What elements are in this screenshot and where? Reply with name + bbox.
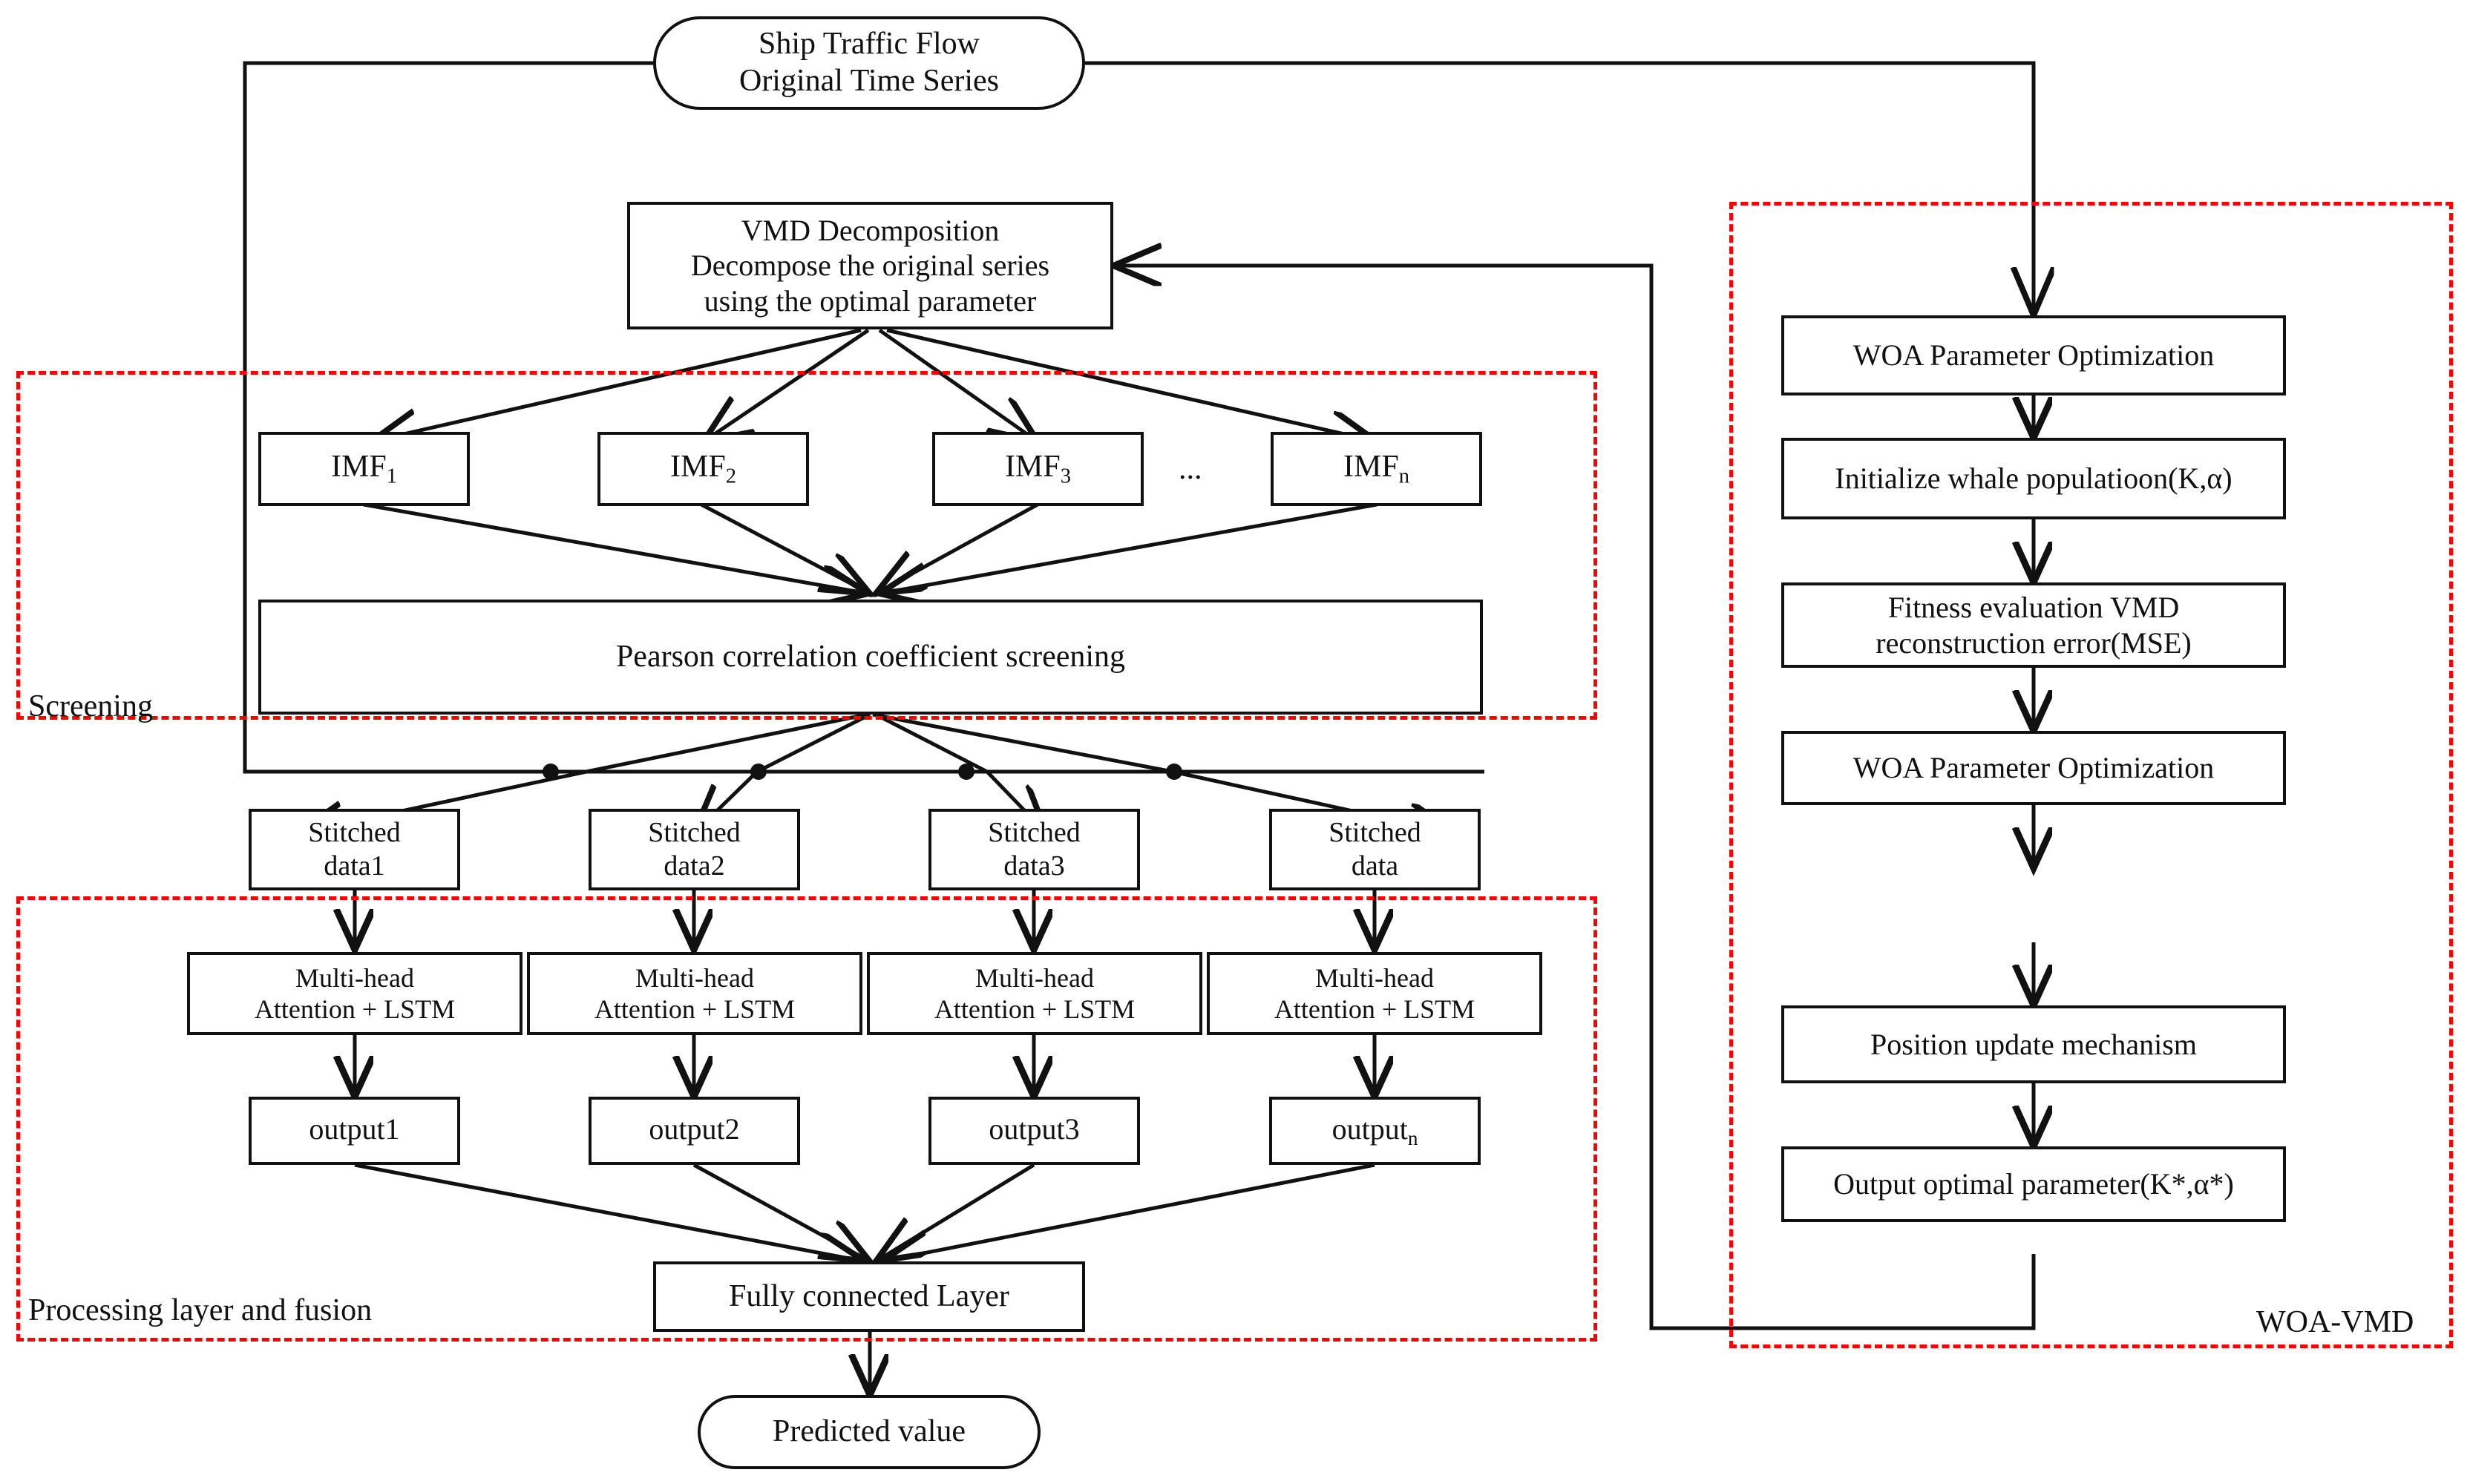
node-fully-connected-layer-label: Fully connected Layer [729,1278,1009,1313]
node-woa-step-3[interactable]: Fitness evaluation VMD reconstruction er… [1781,582,2286,668]
node-predicted-value-label: Predicted value [772,1414,966,1449]
group-frame-processing [16,896,1597,1342]
node-vmd-decomposition[interactable]: VMD Decomposition Decompose the original… [627,202,1113,329]
node-woa-step-4[interactable]: WOA Parameter Optimization [1781,731,2286,805]
node-output-2[interactable]: output2 [589,1097,800,1165]
node-vmd-label: VMD Decomposition Decompose the original… [690,214,1050,318]
node-imf-n-label: IMFn [1343,449,1409,488]
node-woa-step-1[interactable]: WOA Parameter Optimization [1781,315,2286,395]
node-imf-n[interactable]: IMFn [1271,432,1482,506]
node-output-n-label: outputn [1331,1112,1418,1150]
node-fully-connected-layer[interactable]: Fully connected Layer [653,1261,1085,1332]
node-output-n[interactable]: outputn [1269,1097,1481,1165]
node-woa-step-4-label: WOA Parameter Optimization [1852,751,2215,785]
node-imf-3-label: IMF3 [1005,449,1071,488]
node-woa-step-position-update-label: Position update mechanism [1870,1027,2197,1061]
node-output-3-label: output3 [989,1112,1080,1146]
node-woa-step-3-label: Fitness evaluation VMD reconstruction er… [1876,591,2192,660]
node-imf-3[interactable]: IMF3 [932,432,1144,506]
node-woa-step-6[interactable]: Output optimal parameter(K*,α*) [1781,1146,2286,1222]
node-output-3[interactable]: output3 [928,1097,1140,1165]
imf-ellipsis: ... [1179,452,1202,486]
group-label-processing: Processing layer and fusion [28,1293,373,1327]
node-pearson-screening[interactable]: Pearson correlation coefficient screenin… [258,600,1483,715]
node-woa-step-2-label: Initialize whale populatioon(K,α) [1835,462,2232,496]
node-source-label: Ship Traffic Flow Original Time Series [738,27,999,98]
node-source[interactable]: Ship Traffic Flow Original Time Series [653,16,1085,110]
node-woa-step-2[interactable]: Initialize whale populatioon(K,α) [1781,438,2286,519]
node-imf-2-label: IMF2 [670,449,736,488]
junction-dots [543,764,1182,780]
node-imf-2[interactable]: IMF2 [597,432,809,506]
group-label-woavmd: WOA-VMD [2256,1305,2414,1339]
node-predicted-value[interactable]: Predicted value [698,1395,1041,1469]
node-imf-1[interactable]: IMF1 [258,432,470,506]
group-frame-screening [16,371,1597,720]
group-label-screening: Screening [28,689,153,723]
group-frame-woavmd [1729,202,2453,1348]
node-output-2-label: output2 [649,1112,740,1146]
node-woa-step-position-update[interactable]: Position update mechanism [1781,1005,2286,1083]
node-woa-step-6-label: Output optimal parameter(K*,α*) [1833,1167,2234,1201]
node-output-1-label: output1 [309,1112,400,1146]
node-pearson-label: Pearson correlation coefficient screenin… [615,639,1126,674]
node-output-1[interactable]: output1 [249,1097,460,1165]
node-woa-step-1-label: WOA Parameter Optimization [1852,338,2215,372]
node-imf-1-label: IMF1 [331,449,397,488]
